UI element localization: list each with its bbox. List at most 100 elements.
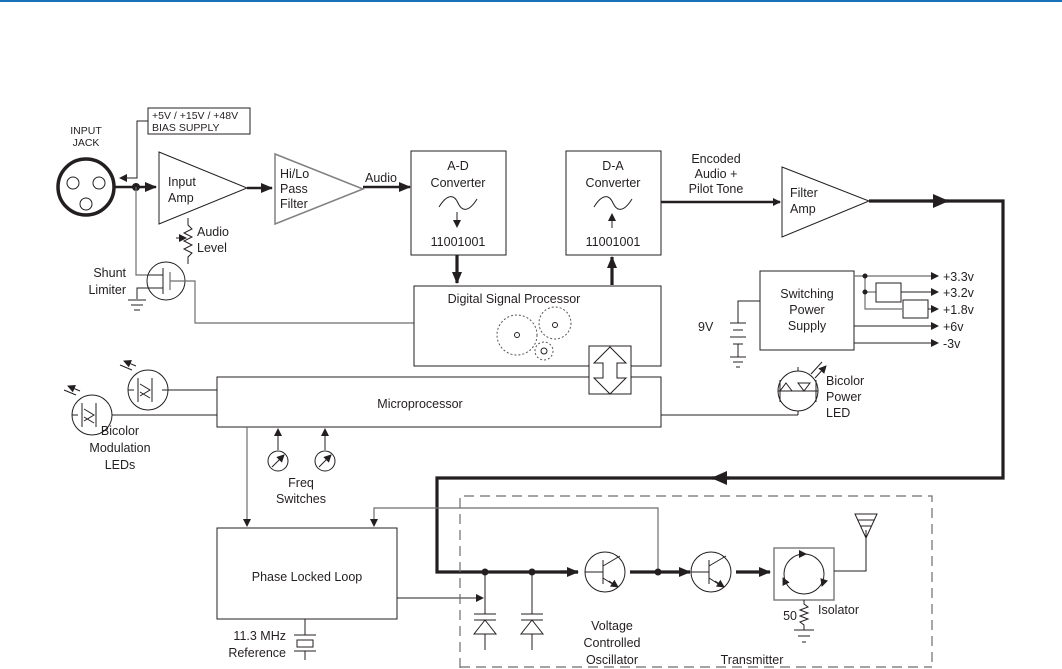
isolator: 50 Isolator: [773, 513, 878, 643]
regulator-box: [902, 299, 929, 319]
reference-label-2: Reference: [228, 646, 286, 660]
ad-bits: 11001001: [431, 235, 486, 249]
transmitter-label: Transmitter: [721, 653, 784, 667]
shunt-feed-line: [135, 187, 147, 276]
input-jack-label-1: INPUT: [70, 125, 102, 137]
mod-leds-label-3: LEDs: [105, 458, 136, 472]
filter-amp: Filter Amp: [781, 166, 871, 238]
freq-switches-label-1: Freq: [288, 476, 314, 490]
isolator-resistor-label: 50: [783, 609, 797, 623]
encoded-label-1: Encoded: [691, 152, 740, 166]
regulator-box: [875, 282, 902, 303]
phase-locked-loop: Phase Locked Loop 11.3 MHz Reference: [216, 507, 659, 660]
input-amp: Input Amp: [158, 151, 249, 225]
xlr-connector-icon: [56, 157, 116, 217]
audio-level-label-1: Audio: [197, 225, 229, 239]
da-bits: 11001001: [586, 235, 641, 249]
pll-label: Phase Locked Loop: [252, 570, 363, 584]
psu-label-1: Switching: [780, 287, 834, 301]
mod-leds-label-1: Bicolor: [101, 424, 139, 438]
psu-output-6v: +6v: [943, 320, 964, 334]
power-led-label-1: Bicolor: [826, 374, 864, 388]
xlr-pin-icon: [66, 176, 80, 190]
ad-converter: A-D Converter 11001001: [410, 150, 507, 256]
filter-label-3: Filter: [280, 197, 308, 211]
varactor-icon: [472, 572, 498, 650]
dsp-control-line: [169, 272, 415, 324]
vco-transistor: Voltage Controlled Oscillator: [584, 551, 691, 667]
audio-level-label-2: Level: [197, 241, 227, 255]
bias-supply-label-1: +5V / +15V / +48V: [152, 110, 238, 122]
da-label-1: D-A: [602, 159, 624, 173]
encoded-label-3: Pilot Tone: [689, 182, 744, 196]
shunt-limiter-label-1: Shunt: [93, 266, 126, 280]
antenna-icon: [854, 513, 878, 540]
encoded-label-2: Audio +: [695, 167, 738, 181]
sine-wave-icon: [438, 196, 478, 210]
isolator-label: Isolator: [818, 603, 859, 617]
hilo-pass-filter: Hi/Lo Pass Filter: [274, 152, 366, 226]
input-amp-label-2: Amp: [168, 191, 194, 205]
mod-leds-label-2: Modulation: [89, 441, 150, 455]
varactor-icon: [519, 572, 545, 650]
resistor-icon: [182, 218, 194, 264]
freq-switches: Freq Switches: [267, 428, 336, 506]
reference-label-1: 11.3 MHz: [233, 629, 286, 643]
light-emission-icon: [810, 362, 826, 379]
ad-label-2: Converter: [431, 176, 486, 190]
bicolor-power-led: Bicolor Power LED: [661, 362, 864, 420]
digital-signal-processor: Digital Signal Processor: [413, 285, 662, 367]
input-jack: INPUT JACK: [56, 125, 116, 217]
power-led-label-3: LED: [826, 406, 850, 420]
input-jack-label-2: JACK: [73, 137, 100, 149]
da-converter: D-A Converter 11001001: [565, 150, 662, 256]
vco-feedback-line: [370, 507, 659, 572]
audio-level-potentiometer: Audio Level: [176, 218, 229, 264]
bicolor-modulation-leds: Bicolor Modulation LEDs: [64, 361, 217, 472]
header-accent-bar: [0, 0, 1062, 2]
input-amp-label-1: Input: [168, 175, 196, 189]
output-amp-transistor: Transmitter: [690, 551, 784, 667]
filter-amp-label-2: Amp: [790, 202, 816, 216]
shunt-limiter: Shunt Limiter: [88, 261, 415, 324]
microprocessor-label: Microprocessor: [377, 397, 462, 411]
psu-output-3v2: +3.2v: [943, 286, 975, 300]
shunt-limiter-label-2: Limiter: [88, 283, 126, 297]
ground-icon: [794, 629, 814, 643]
xlr-pin-icon: [92, 176, 106, 190]
varactor-diodes: [472, 568, 545, 650]
filter-label-1: Hi/Lo: [280, 167, 309, 181]
rotary-switch-icon: [314, 450, 336, 472]
vco-label-1: Voltage: [591, 619, 633, 633]
battery-icon: [730, 322, 746, 345]
psu-output-1v8: +1.8v: [943, 303, 975, 317]
filter-label-2: Pass: [280, 182, 308, 196]
freq-switches-label-2: Switches: [276, 492, 326, 506]
dsp-label: Digital Signal Processor: [448, 292, 581, 306]
psu-label-2: Power: [789, 303, 824, 317]
sine-wave-icon: [593, 196, 633, 210]
xlr-pin-icon: [79, 197, 93, 211]
rotary-switch-icon: [267, 450, 289, 472]
psu-label-3: Supply: [788, 319, 827, 333]
da-label-2: Converter: [586, 176, 641, 190]
microprocessor: Microprocessor: [216, 376, 662, 428]
power-led-label-2: Power: [826, 390, 861, 404]
switching-power-supply: Switching Power Supply 9V +3.3v +3.2v +1…: [698, 270, 975, 368]
crystal-icon: [294, 619, 316, 660]
ad-label-1: A-D: [447, 159, 469, 173]
bias-supply: +5V / +15V / +48V BIAS SUPPLY: [119, 107, 251, 182]
filter-amp-label-1: Filter: [790, 186, 818, 200]
gears-icon: [496, 306, 572, 361]
bias-supply-label-2: BIAS SUPPLY: [152, 122, 220, 134]
psu-output-3v3: +3.3v: [943, 270, 975, 284]
audio-signal-label: Audio: [365, 171, 397, 185]
light-emission-icon: [64, 386, 81, 396]
bidirectional-bus-icon: [588, 345, 632, 395]
bias-feed-line: [119, 120, 148, 182]
resistor-icon: [798, 600, 810, 630]
ground-icon: [730, 344, 746, 368]
vco-label-2: Controlled: [584, 636, 641, 650]
vco-label-3: Oscillator: [586, 653, 638, 667]
